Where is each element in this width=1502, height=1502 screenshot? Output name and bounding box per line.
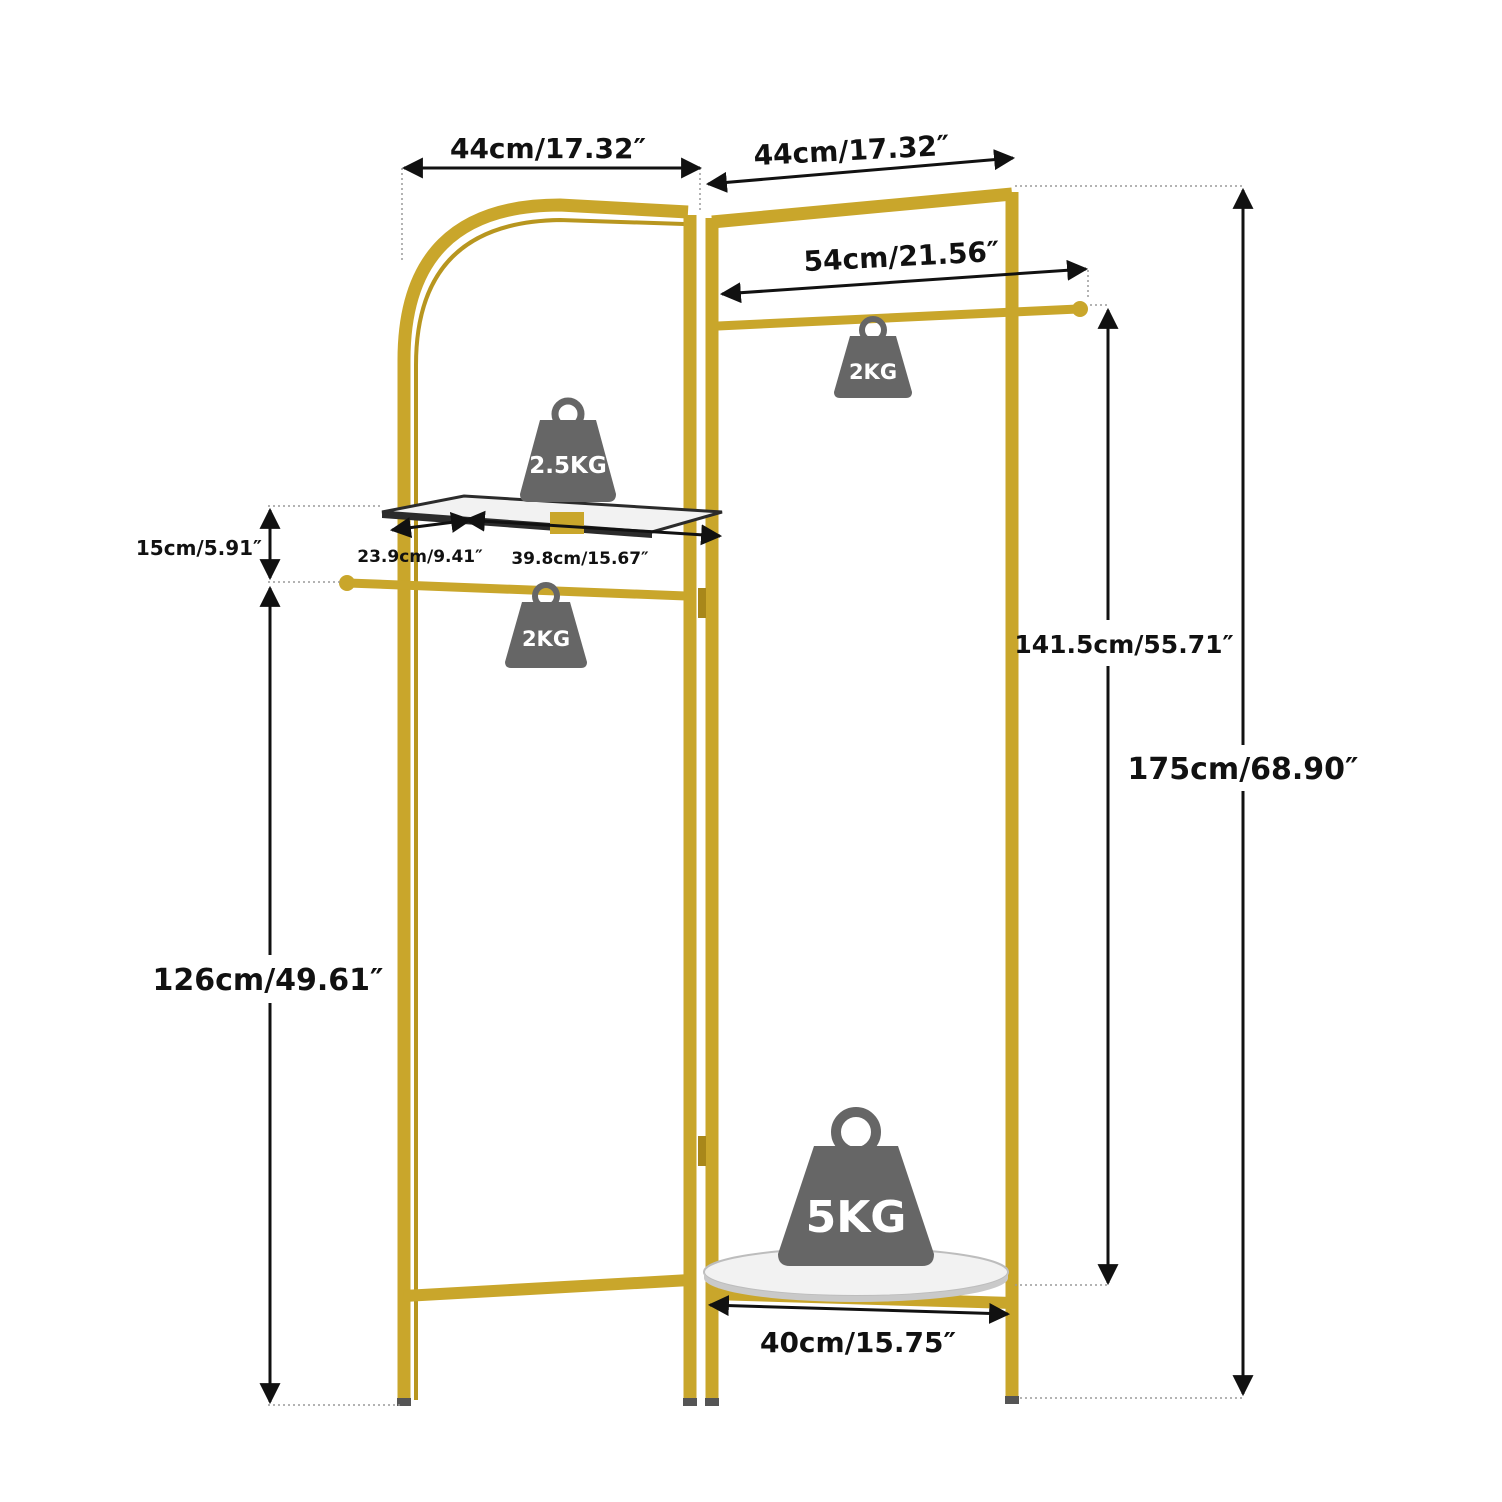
leader-lines — [268, 168, 1245, 1406]
left-panel-width-label: 44cm/17.32″ — [450, 132, 646, 165]
kettlebell-weight-icon: 2.5KG — [520, 397, 616, 502]
left-panel-frame — [397, 198, 697, 1406]
base-shelf-weight-label: 5KG — [806, 1192, 907, 1243]
upper-rod-length-label: 54cm/21.56″ — [803, 235, 1001, 278]
base-shelf-width-label: 40cm/15.75″ — [760, 1326, 956, 1359]
top-shelf-weight-label: 2.5KG — [529, 453, 606, 479]
shelf-depth-label: 23.9cm/9.41″ — [357, 547, 483, 567]
upper-hanging-rod — [717, 301, 1088, 331]
total-height-label: 175cm/68.90″ — [1128, 752, 1359, 787]
upper-rod-height-label: 141.5cm/55.71″ — [1014, 630, 1233, 659]
kettlebell-weight-icon: 5KG — [778, 1107, 934, 1266]
kettlebell-weight-icon: 2KG — [505, 582, 587, 668]
lower-rod-height-label: 126cm/49.61″ — [153, 963, 384, 998]
lower-hanging-rod — [339, 575, 687, 601]
shelf-length-label: 39.8cm/15.67″ — [511, 549, 649, 569]
kettlebell-weight-icon: 2KG — [834, 316, 912, 398]
shelf-to-rod-label: 15cm/5.91″ — [136, 536, 262, 560]
lower-rod-weight-label: 2KG — [522, 627, 570, 651]
upper-rod-weight-label: 2KG — [849, 360, 897, 384]
